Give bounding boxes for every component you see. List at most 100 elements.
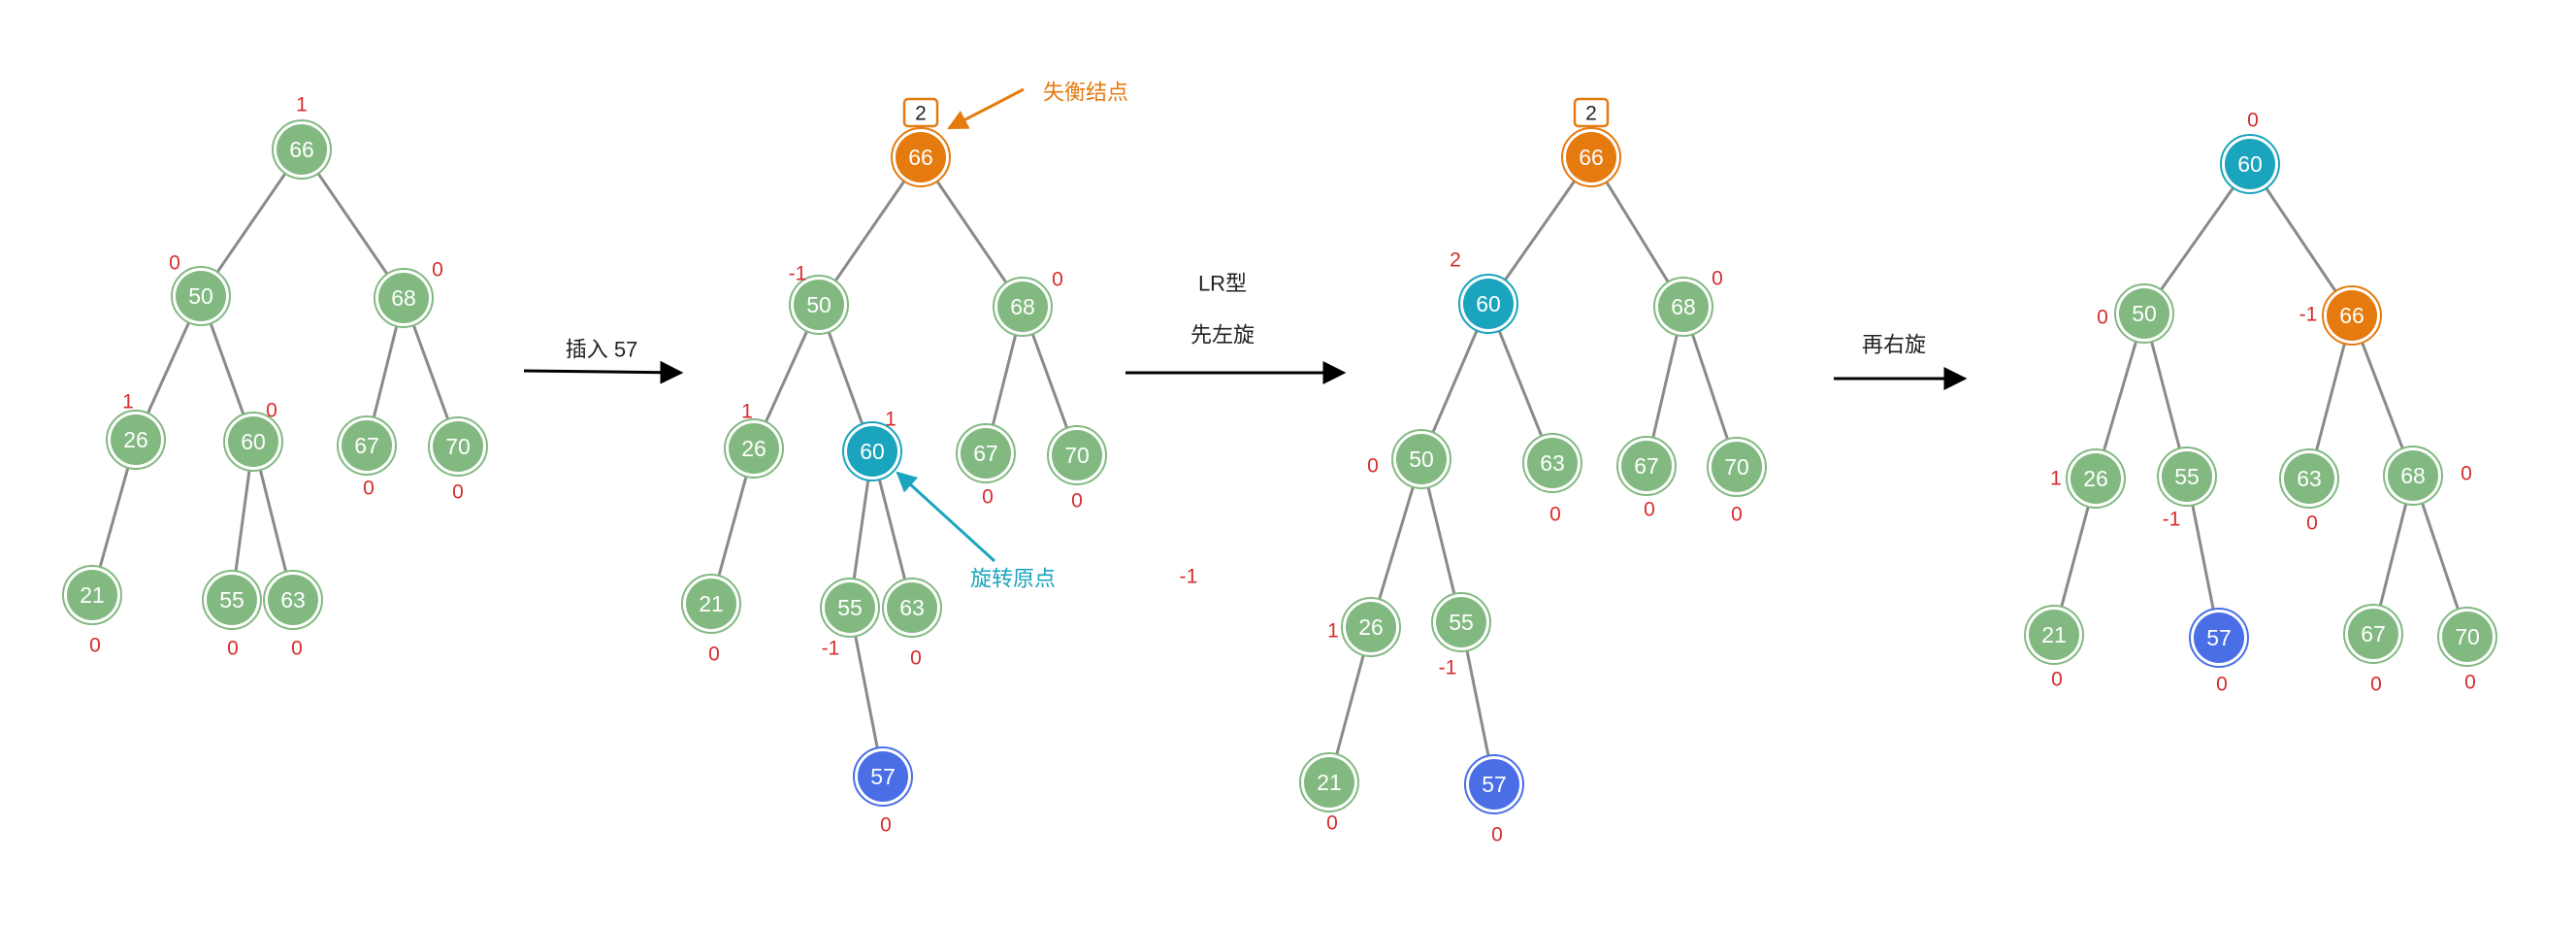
tree-edge [764, 328, 809, 425]
node-66: 66 [1561, 127, 1621, 187]
node-26: 26 [106, 410, 166, 470]
balance-factor: 0 [1326, 812, 1338, 835]
node-circle [2071, 453, 2121, 504]
node-label: 66 [289, 137, 314, 162]
node-66: 66 [891, 127, 951, 187]
node-label: 67 [973, 441, 998, 466]
tree-edge [827, 329, 864, 427]
node-label: 60 [1476, 291, 1501, 316]
node-55: 55 [1431, 592, 1491, 652]
node-label: 68 [1010, 294, 1035, 319]
node-label: 50 [188, 283, 213, 309]
node-label: 63 [899, 595, 925, 620]
node-circle [176, 271, 226, 321]
node-circle [2327, 290, 2377, 341]
step-arrow-insert [523, 360, 684, 384]
node-label: 70 [1064, 443, 1090, 468]
balance-factor: 0 [266, 400, 277, 422]
balance-factor: 0 [2464, 672, 2476, 694]
node-label: 50 [806, 292, 831, 317]
tree-edge [2420, 501, 2461, 612]
balance-factor: 0 [708, 644, 720, 666]
balance-factor: -1 [822, 638, 840, 660]
step-label-then-right: 再右旋 [1862, 333, 1926, 357]
imbalance-badge [902, 97, 939, 128]
node-circle [1346, 602, 1396, 652]
node-55: 55 [820, 578, 880, 638]
annotation-arrow-imbalanced [947, 87, 1025, 130]
node-57: 57 [853, 746, 913, 807]
node-label: 66 [1579, 145, 1604, 170]
node-circle [342, 420, 392, 471]
node-circle [111, 414, 161, 465]
node-21: 21 [62, 565, 122, 625]
node-63: 63 [2279, 448, 2339, 509]
node-circle [887, 582, 937, 633]
balance-factor: 0 [1644, 499, 1655, 521]
step-label-insert: 插入 57 [566, 338, 638, 362]
node-circle [961, 428, 1011, 479]
balance-factor: -1 [2299, 304, 2318, 326]
node-label: 66 [908, 145, 933, 170]
balance-factor: 0 [1071, 490, 1083, 513]
node-50: 50 [171, 266, 231, 326]
balance-factor: 1 [741, 401, 753, 423]
balance-factor: 0 [910, 647, 922, 670]
node-circle [1712, 442, 1762, 492]
node-57: 57 [1464, 754, 1524, 814]
node-label: 60 [860, 439, 885, 464]
node-circle [2348, 609, 2398, 659]
node-68: 68 [993, 277, 1053, 337]
node-label: 26 [1358, 614, 1384, 640]
tree-edge [146, 319, 191, 416]
node-circle [378, 273, 429, 323]
node-circle [1436, 597, 1486, 647]
annotation-imbalanced-label: 失衡结点 [1043, 81, 1128, 105]
tree-edge [2378, 501, 2408, 609]
node-63: 63 [882, 578, 942, 638]
node-circle [1621, 441, 1672, 491]
balance-factor: 0 [2370, 674, 2382, 696]
balance-factor: 0 [452, 481, 464, 504]
node-circle [1463, 279, 1514, 329]
tree-edge [98, 465, 130, 570]
node-circle [268, 575, 318, 625]
tree-edge [2314, 341, 2347, 453]
node-circle [2442, 612, 2493, 662]
node-label: 55 [1449, 610, 1474, 635]
node-63: 63 [263, 570, 323, 630]
tree-edge [315, 171, 390, 277]
node-label: 70 [445, 434, 471, 459]
annotation-rotation-origin: 旋转原点 [896, 471, 1056, 591]
node-68: 68 [1653, 277, 1713, 337]
node-66: 66 [2322, 285, 2382, 346]
balance-factor: 0 [880, 814, 892, 837]
balance-factor: 0 [982, 486, 994, 509]
node-67: 67 [956, 423, 1016, 483]
balance-factor: -1 [1439, 657, 1457, 679]
node-label: 63 [280, 587, 306, 612]
node-label: 63 [1540, 450, 1565, 476]
node-circle [1304, 757, 1354, 808]
node-label: 55 [837, 595, 863, 620]
balance-factor: 0 [227, 638, 239, 660]
node-21: 21 [1299, 752, 1359, 812]
node-70: 70 [2437, 607, 2497, 667]
tree-edge [411, 322, 450, 422]
node-label: 68 [391, 285, 416, 311]
node-circle [277, 124, 327, 175]
node-label: 66 [2339, 303, 2364, 328]
step-label-lr-type: LR型 [1198, 272, 1247, 296]
balance-factor: 0 [1052, 269, 1063, 291]
tree-edge [2059, 504, 2091, 610]
node-circle [729, 423, 779, 474]
node-circle [2284, 453, 2334, 504]
node-circle [433, 421, 483, 472]
node-50: 50 [2114, 283, 2174, 344]
node-circle [2194, 612, 2244, 663]
node-60: 60 [223, 412, 283, 472]
node-50: 50 [789, 275, 849, 335]
